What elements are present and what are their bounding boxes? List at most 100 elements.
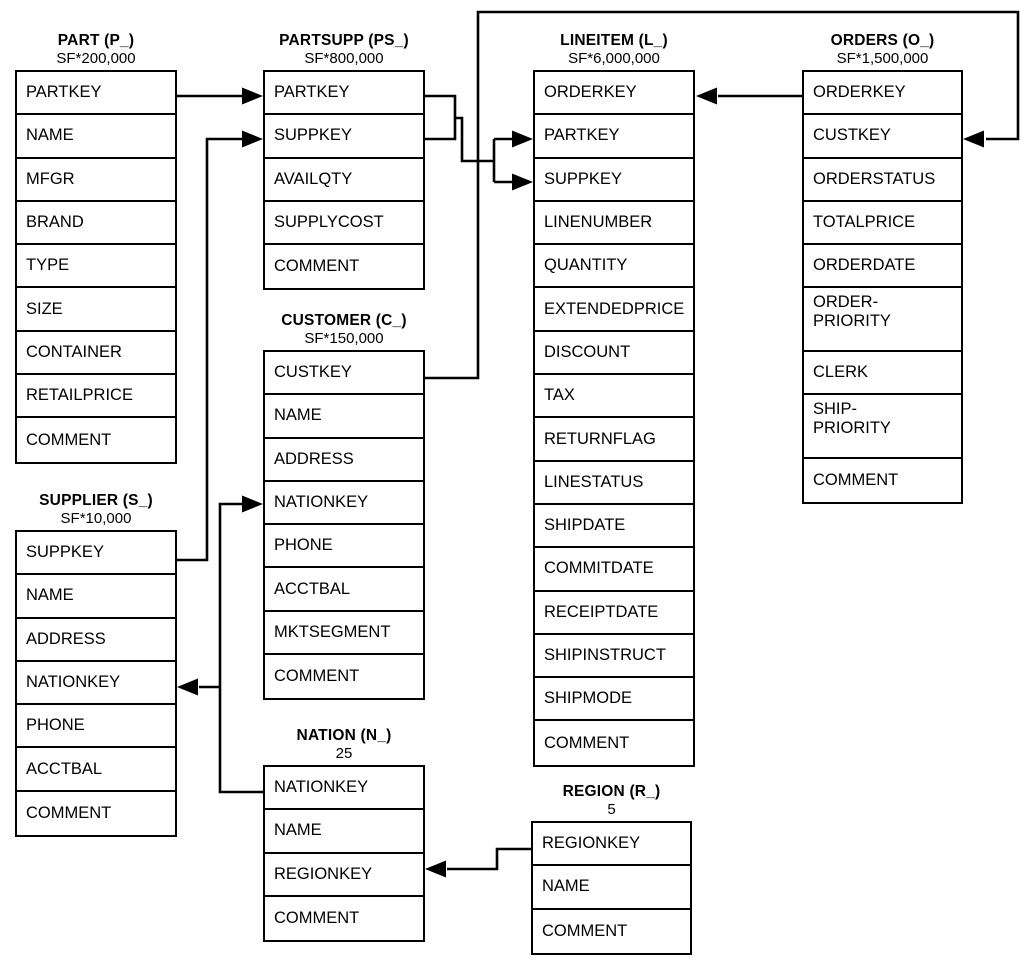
arrowhead-nation-regionkey: [425, 860, 446, 878]
entity-cardinality-lineitem: SF*6,000,000: [568, 50, 660, 67]
attribute-row: COMMENT: [265, 655, 423, 699]
arrowhead-lineitem-partkey: [512, 130, 533, 148]
attribute-row: SUPPLYCOST: [265, 201, 423, 246]
attribute-row: SHIPDATE: [535, 504, 693, 549]
entity-title-lineitem: LINEITEM (L_): [560, 32, 668, 49]
wire-supplier-to-partsupp: [177, 137, 242, 562]
attribute-row: TOTALPRICE: [804, 201, 961, 246]
attribute-row: ADDRESS: [265, 438, 423, 482]
attribute-row: TYPE: [17, 245, 175, 289]
attribute-row: AVAILQTY: [265, 158, 423, 202]
attribute-row: COMMENT: [804, 458, 961, 503]
attribute-row: ORDERKEY: [804, 72, 961, 116]
attribute-row: ACCTBAL: [265, 568, 423, 612]
attribute-row: PARTKEY: [535, 115, 693, 159]
attribute-label: ORDER-: [813, 293, 879, 312]
attribute-row: SUPPKEY: [17, 532, 175, 576]
attribute-row: RETURNFLAG: [535, 418, 693, 462]
arrowhead-lineitem-orderkey: [696, 87, 717, 105]
attribute-label: PRIORITY: [813, 419, 891, 438]
attribute-row: SUPPKEY: [535, 158, 693, 202]
attribute-row: NAME: [17, 575, 175, 619]
attribute-row: ORDERKEY: [535, 72, 693, 116]
attribute-label: SHIP-: [813, 400, 858, 419]
attribute-row: NAME: [265, 810, 423, 854]
wire-region-to-nation: [447, 847, 531, 871]
attribute-row: TAX: [535, 375, 693, 419]
attribute-row: NAME: [265, 395, 423, 439]
attribute-row: MKTSEGMENT: [265, 611, 423, 656]
attribute-row: COMMITDATE: [535, 548, 693, 592]
attribute-row: DISCOUNT: [535, 331, 693, 376]
attribute-row: QUANTITY: [535, 245, 693, 289]
arrowhead-supplier-nationkey: [177, 678, 198, 696]
attribute-row: BRAND: [17, 201, 175, 246]
entity-title-part: PART (P_): [57, 32, 135, 49]
entity-cardinality-customer: SF*150,000: [304, 330, 384, 347]
attribute-row: COMMENT: [17, 791, 175, 836]
arrowhead-orders-custkey: [963, 130, 984, 148]
entity-cardinality-part: SF*200,000: [56, 50, 136, 67]
wire-partsupp-to-lineitem-trunk: [455, 116, 494, 163]
entity-cardinality-nation: 25: [335, 745, 353, 762]
attribute-row: SHIPINSTRUCT: [535, 634, 693, 679]
attribute-row: SIZE: [17, 288, 175, 332]
entity-cardinality-region: 5: [607, 801, 616, 818]
attribute-row: COMMENT: [265, 245, 423, 289]
attribute-row: MFGR: [17, 158, 175, 202]
attribute-row: CLERK: [804, 351, 961, 396]
attribute-row: PHONE: [265, 525, 423, 569]
attribute-row: SHIPMODE: [535, 678, 693, 722]
attribute-row: LINESTATUS: [535, 461, 693, 505]
attribute-row: COMMENT: [265, 896, 423, 941]
attribute-row: PHONE: [17, 705, 175, 749]
arrowhead-partsupp-suppkey: [242, 130, 263, 148]
attribute-row: EXTENDEDPRICE: [535, 288, 693, 332]
entity-title-nation: NATION (N_): [296, 727, 392, 744]
attribute-row: ORDERDATE: [804, 245, 961, 289]
attribute-row: RECEIPTDATE: [535, 591, 693, 635]
attribute-row: LINENUMBER: [535, 201, 693, 246]
wire-partsupp-merge: [425, 94, 457, 141]
attribute-row: ADDRESS: [17, 618, 175, 662]
attribute-row: ORDER-PRIORITY: [804, 288, 961, 352]
entity-title-orders: ORDERS (O_): [830, 32, 935, 49]
entity-cardinality-orders: SF*1,500,000: [836, 50, 929, 67]
attribute-row: NAME: [533, 866, 690, 910]
attribute-row: NATIONKEY: [265, 767, 423, 811]
attribute-row: PARTKEY: [17, 72, 175, 116]
entity-title-supplier: SUPPLIER (S_): [39, 492, 153, 509]
entity-title-customer: CUSTOMER (C_): [281, 312, 407, 329]
entity-title-region: REGION (R_): [562, 783, 661, 800]
arrowhead-lineitem-suppkey: [512, 173, 533, 191]
attribute-row: ORDERSTATUS: [804, 158, 961, 202]
entity-title-partsupp: PARTSUPP (PS_): [279, 32, 409, 49]
attribute-row: COMMENT: [535, 721, 693, 765]
attribute-row: REGIONKEY: [533, 823, 690, 867]
attribute-row: SHIP-PRIORITY: [804, 395, 961, 459]
attribute-row: RETAILPRICE: [17, 375, 175, 419]
entity-cardinality-partsupp: SF*800,000: [304, 50, 384, 67]
arrowhead-customer-nationkey: [242, 495, 263, 513]
attribute-row: COMMENT: [533, 909, 690, 953]
attribute-label: PRIORITY: [813, 312, 891, 331]
attribute-row: REGIONKEY: [265, 853, 423, 897]
attribute-row: CUSTKEY: [265, 352, 423, 396]
attribute-row: COMMENT: [17, 418, 175, 462]
attribute-row: NAME: [17, 115, 175, 159]
attribute-row: ACCTBAL: [17, 748, 175, 792]
